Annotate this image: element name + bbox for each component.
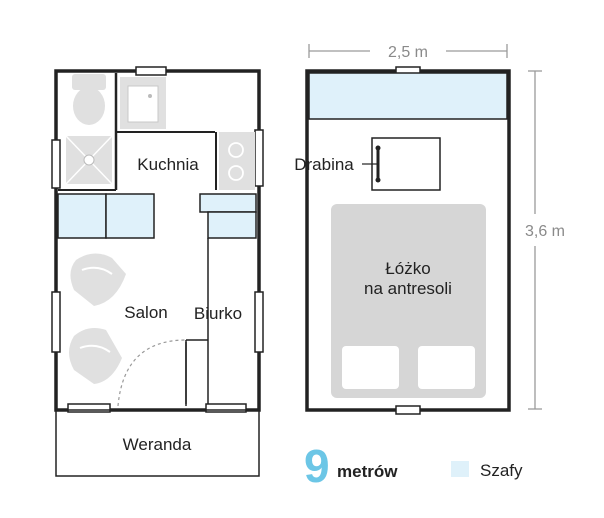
shower-icon xyxy=(65,135,113,185)
armchair-icon xyxy=(70,253,126,306)
window-right-2 xyxy=(254,291,264,353)
closet xyxy=(308,72,508,120)
area-number: 9 xyxy=(304,440,330,492)
room-label-porch: Weranda xyxy=(123,435,192,454)
area-caption: 9 metrów xyxy=(304,440,398,492)
ladder-icon xyxy=(362,137,441,191)
stove-icon xyxy=(219,132,255,190)
sink-icon xyxy=(120,77,166,129)
height-dimension: 3,6 m xyxy=(525,70,565,410)
room-label-kitchen: Kuchnia xyxy=(137,155,199,174)
bed-label-line1: Łóżko xyxy=(385,259,430,278)
ground-floor-plan: Kuchnia Salon Biurko Weranda xyxy=(51,66,264,477)
bed-label-line2: na antresoli xyxy=(364,279,452,298)
width-dimension-label: 2,5 m xyxy=(388,44,428,61)
legend: Szafy xyxy=(451,461,523,480)
porch-outline xyxy=(55,409,260,477)
closet xyxy=(57,193,257,239)
legend-swatch-closet xyxy=(451,461,469,477)
loft-bed xyxy=(331,204,486,398)
window-right-1 xyxy=(254,129,264,187)
room-label-desk: Biurko xyxy=(194,304,242,323)
loft-floor-plan: 2,5 m 3,6 m Drabina xyxy=(294,44,565,415)
width-dimension: 2,5 m xyxy=(308,44,508,61)
room-label-living: Salon xyxy=(124,303,167,322)
area-unit: metrów xyxy=(337,462,398,481)
window-left-2 xyxy=(51,291,61,353)
door-swing xyxy=(117,339,187,407)
armchair-icon xyxy=(69,328,122,384)
legend-label: Szafy xyxy=(480,461,523,480)
ladder-label: Drabina xyxy=(294,155,354,174)
toilet-icon xyxy=(72,74,106,125)
window-top xyxy=(135,66,167,76)
window-left-1 xyxy=(51,139,61,189)
window-loft-bottom xyxy=(395,405,421,415)
height-dimension-label: 3,6 m xyxy=(525,223,565,240)
